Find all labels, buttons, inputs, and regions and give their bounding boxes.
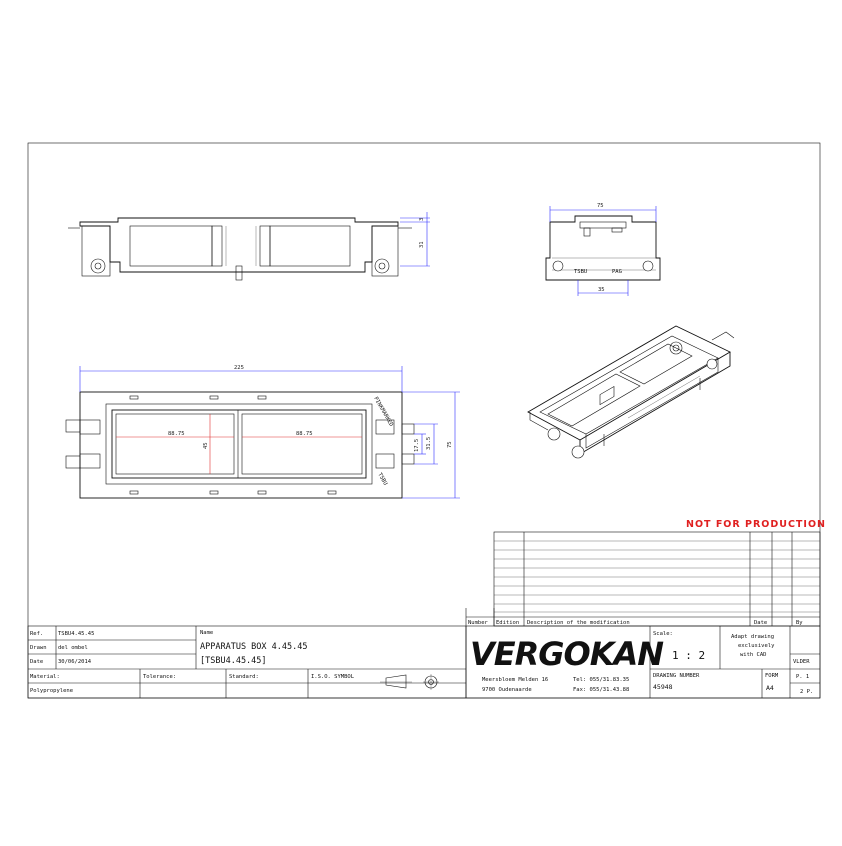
scale-value: 1 : 2 — [672, 649, 705, 662]
revision-table: Number Edition Description of the modifi… — [465, 531, 821, 627]
date-label: Date — [30, 659, 43, 665]
isometric-view — [527, 325, 735, 459]
fax: Fax: 055/31.43.88 — [573, 687, 629, 693]
page-2: 2 P. — [800, 689, 813, 695]
dim-plan-length: 225 — [234, 365, 244, 371]
folder-label: VLDER — [793, 659, 810, 665]
address-line2: 9700 Oudenaarde — [482, 687, 532, 693]
dim-plan-right: 88.75 — [296, 431, 313, 437]
dim-side-height-top: 3 — [419, 218, 425, 221]
material-label: Material: — [30, 674, 60, 680]
dim-plan-inner: 31.5 — [426, 437, 432, 450]
name-line1: APPARATUS BOX 4.45.45 — [200, 642, 307, 652]
name-label: Name — [200, 630, 213, 636]
dim-plan-small: 17.5 — [414, 439, 420, 452]
address-line1: Meersbloem Melden 16 — [482, 677, 548, 683]
rev-header-edition: Edition — [496, 620, 519, 626]
dim-plan-height: 75 — [447, 441, 453, 448]
tolerance-label: Tolerance: — [143, 674, 176, 680]
rev-header-description: Description of the modification — [527, 620, 630, 626]
iso-label: I.S.O. SYMBOL — [311, 674, 355, 680]
form-value: A4 — [766, 684, 774, 692]
dim-end-width: 75 — [597, 203, 604, 209]
end-label-left: TSBU — [574, 269, 587, 275]
note-line1: Adapt drawing — [731, 634, 774, 640]
end-label-right: PAG — [612, 269, 622, 275]
rev-header-number: Number — [468, 620, 489, 626]
drawing-number: 45948 — [653, 683, 673, 691]
standard-label: Standard: — [229, 674, 259, 680]
drawn-label: Drawn — [30, 645, 47, 651]
dim-plan-mid: 45 — [203, 442, 209, 449]
vergokan-logo: VERGOKAN — [470, 635, 664, 673]
dim-end-bottom: 35 — [598, 287, 605, 293]
plan-label-diagonal: PINKMARKED — [372, 396, 394, 428]
material-value: Polypropylene — [30, 688, 73, 694]
drawing-number-label: DRAWING NUMBER — [653, 673, 700, 679]
rev-header-date: Date — [754, 620, 767, 626]
drawn-value: del ombel — [58, 645, 88, 651]
dim-side-height: 31 — [419, 241, 425, 248]
end-view: TSBU PAG 75 35 — [545, 203, 661, 296]
scale-label: Scale: — [653, 631, 673, 637]
plan-view: PINKMARKED TSBU 225 75 31.5 17.5 88.75 8… — [65, 365, 460, 499]
date-value: 30/06/2014 — [58, 659, 92, 665]
iso-projection-symbol — [380, 674, 439, 690]
tel: Tel: 055/31.83.35 — [573, 677, 629, 683]
ref-label: Ref. — [30, 631, 43, 637]
rev-header-by: By — [796, 620, 803, 626]
note-line2: exclusively — [738, 643, 775, 649]
plan-label-small: TSBU — [376, 472, 388, 486]
name-line2: [TSBU4.45.45] — [200, 656, 267, 666]
side-view: 3 31 — [68, 212, 430, 281]
not-for-production-stamp: NOT FOR PRODUCTION — [686, 519, 826, 530]
form-label: FORM — [765, 673, 779, 679]
title-block: Ref. TSBU4.45.45 Drawn del ombel Date 30… — [27, 625, 821, 699]
note-line3: with CAD — [740, 652, 767, 658]
dim-plan-left: 88.75 — [168, 431, 185, 437]
page-1: P. 1 — [796, 674, 809, 680]
ref-value: TSBU4.45.45 — [58, 631, 94, 637]
